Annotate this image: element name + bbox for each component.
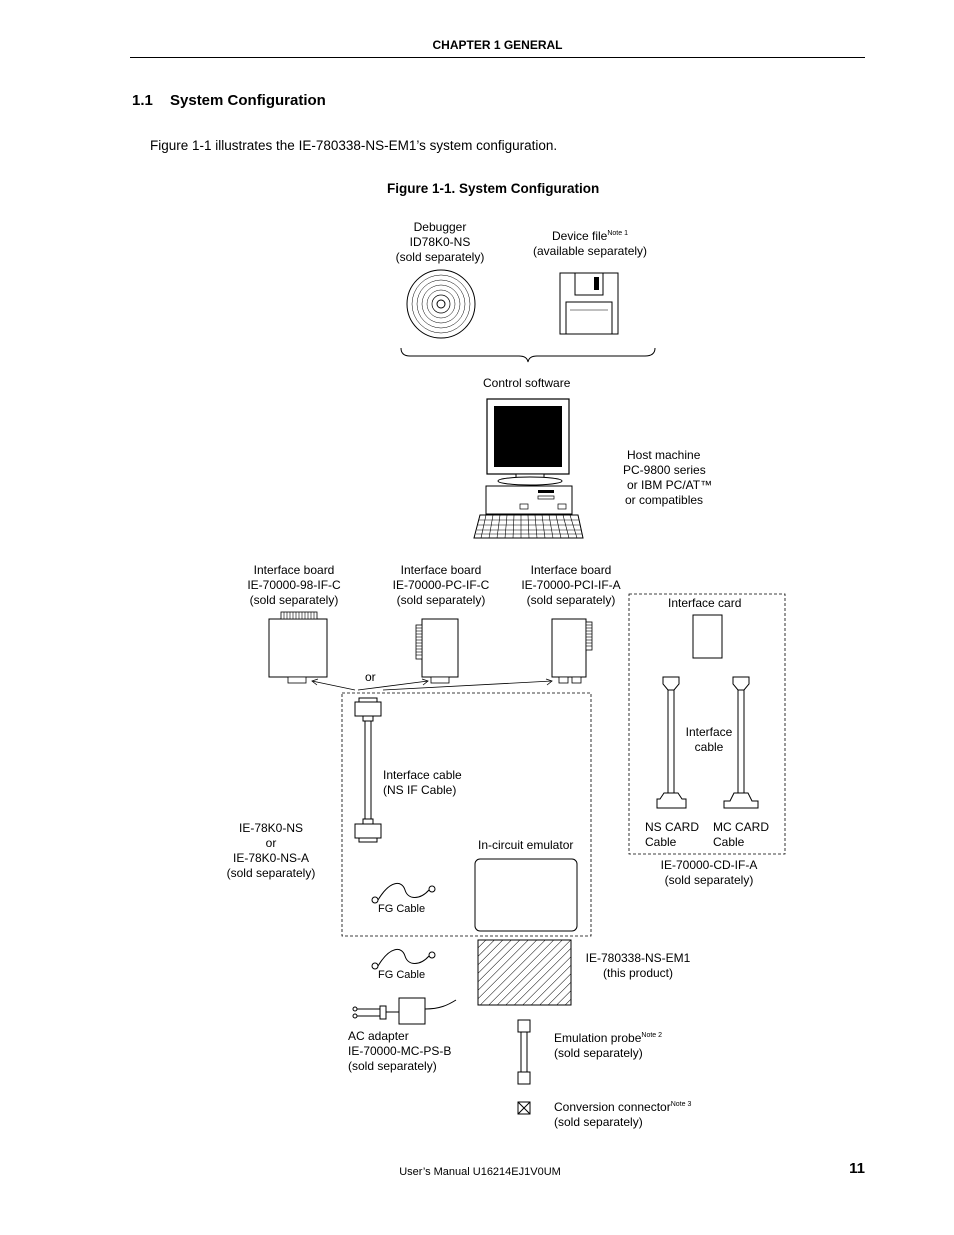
cd-if-label: IE-70000-CD-IF-A (sold separately)	[660, 858, 758, 887]
computer-icon	[473, 398, 584, 539]
device-file-label: Device fileNote 1 (available separately)	[532, 229, 648, 258]
emulator-group-border	[341, 692, 592, 937]
ac-adapter-label: AC adapter IE-70000-MC-PS-B (sold separa…	[348, 1029, 452, 1073]
ac-adapter-icon	[352, 997, 457, 1025]
product-board	[477, 939, 572, 1006]
emulator-name-label: IE-78K0-NS or IE-78K0-NS-A (sold separat…	[226, 821, 316, 880]
interface-board-pc	[415, 618, 459, 684]
interface-board-98	[268, 611, 328, 684]
interface-card-icon	[692, 614, 723, 659]
board-connection-arrows	[311, 678, 553, 691]
fg-cable-icon-2	[371, 948, 436, 970]
fg-cable-label-2: FG Cable	[378, 969, 426, 981]
emulation-probe-label: Emulation probeNote 2 (sold separately)	[554, 1031, 663, 1060]
control-software-label: Control software	[483, 376, 571, 390]
section-heading: 1.1 System Configuration	[132, 92, 326, 109]
header-rule	[130, 57, 865, 58]
intro-paragraph: Figure 1-1 illustrates the IE-780338-NS-…	[150, 138, 558, 153]
conversion-connector-label: Conversion connectorNote 3 (sold separat…	[554, 1100, 692, 1129]
fg-cable-icon	[371, 882, 436, 904]
mc-card-cable-label: MC CARD Cable	[713, 820, 769, 849]
interface-board-98-label: Interface board IE-70000-98-IF-C (sold s…	[247, 563, 341, 607]
ns-card-cable-icon	[656, 676, 687, 809]
mc-card-cable-icon	[723, 676, 759, 809]
interface-board-pci-label: Interface board IE-70000-PCI-IF-A (sold …	[521, 563, 621, 607]
page-number: 11	[849, 1160, 865, 1177]
ns-card-cable-label: NS CARD Cable	[645, 820, 700, 849]
in-circuit-emulator-box	[474, 858, 578, 932]
brace-icon	[400, 347, 656, 363]
fg-cable-label: FG Cable	[378, 903, 426, 915]
cd-rom-icon	[406, 269, 476, 339]
host-machine-label: Host machine PC-9800 series or IBM PC/AT…	[623, 448, 713, 507]
emulation-probe-icon	[517, 1019, 531, 1085]
section-number: 1.1	[132, 92, 153, 109]
conversion-connector-icon	[517, 1101, 531, 1115]
product-label: IE-780338-NS-EM1 (this product)	[585, 951, 691, 980]
interface-card-label: Interface card	[668, 596, 742, 610]
chapter-header: CHAPTER 1 GENERAL	[432, 38, 563, 52]
ns-if-cable-label: Interface cable (NS IF Cable)	[383, 768, 462, 797]
footer-manual-id: User’s Manual U16214EJ1V0UM	[399, 1166, 561, 1178]
interface-board-pc-label: Interface board IE-70000-PC-IF-C (sold s…	[392, 563, 490, 607]
interface-cable-label: Interface cable	[685, 725, 733, 754]
interface-board-pci	[551, 618, 593, 684]
debugger-label: Debugger ID78K0-NS (sold separately)	[395, 220, 485, 264]
floppy-disk-icon	[559, 272, 619, 335]
cd-if-group-border	[628, 593, 786, 855]
in-circuit-emulator-label: In-circuit emulator	[478, 838, 574, 852]
section-title: System Configuration	[170, 92, 326, 109]
figure-title: Figure 1-1. System Configuration	[387, 181, 600, 196]
ns-if-cable-icon	[354, 697, 382, 843]
or-label: or	[365, 670, 376, 684]
